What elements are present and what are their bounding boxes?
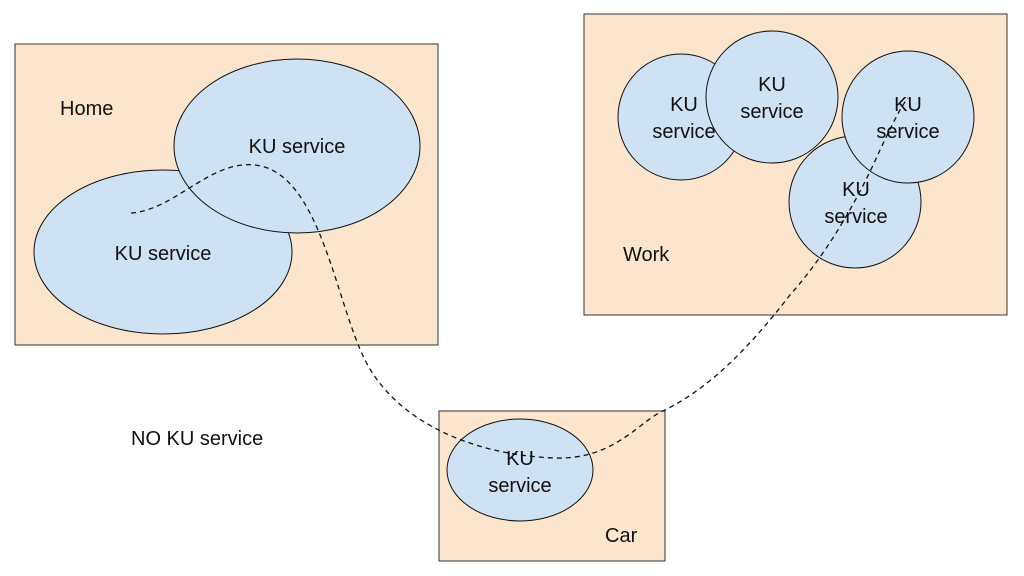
work-service-area-3 (841, 50, 975, 184)
home-zone-label: Home (60, 98, 113, 120)
work-service-2-label-line2: service (740, 101, 803, 123)
car-service-label-line2: service (488, 475, 551, 497)
work-service-2-label-line1: KU (758, 74, 786, 96)
car-service-label-line1: KU (506, 448, 534, 470)
home-upper-service-area (173, 58, 421, 234)
work-service-4-label-line1: KU (842, 179, 870, 201)
work-service-1-label-line1: KU (670, 94, 698, 116)
work-service-1-label-line2: service (652, 121, 715, 143)
car-zone-label: Car (605, 525, 638, 547)
no-service-label: NO KU service (131, 428, 263, 450)
movement-path (130, 97, 909, 459)
work-service-4-label-line2: service (824, 206, 887, 228)
work-service-area-2 (705, 30, 839, 164)
home-lower-service-label: KU service (115, 243, 212, 265)
home-upper-service-label: KU service (249, 136, 346, 158)
work-zone-label: Work (623, 244, 670, 266)
car-service-area (446, 418, 594, 522)
work-service-3-label-line1: KU (894, 94, 922, 116)
work-service-3-label-line2: service (876, 121, 939, 143)
